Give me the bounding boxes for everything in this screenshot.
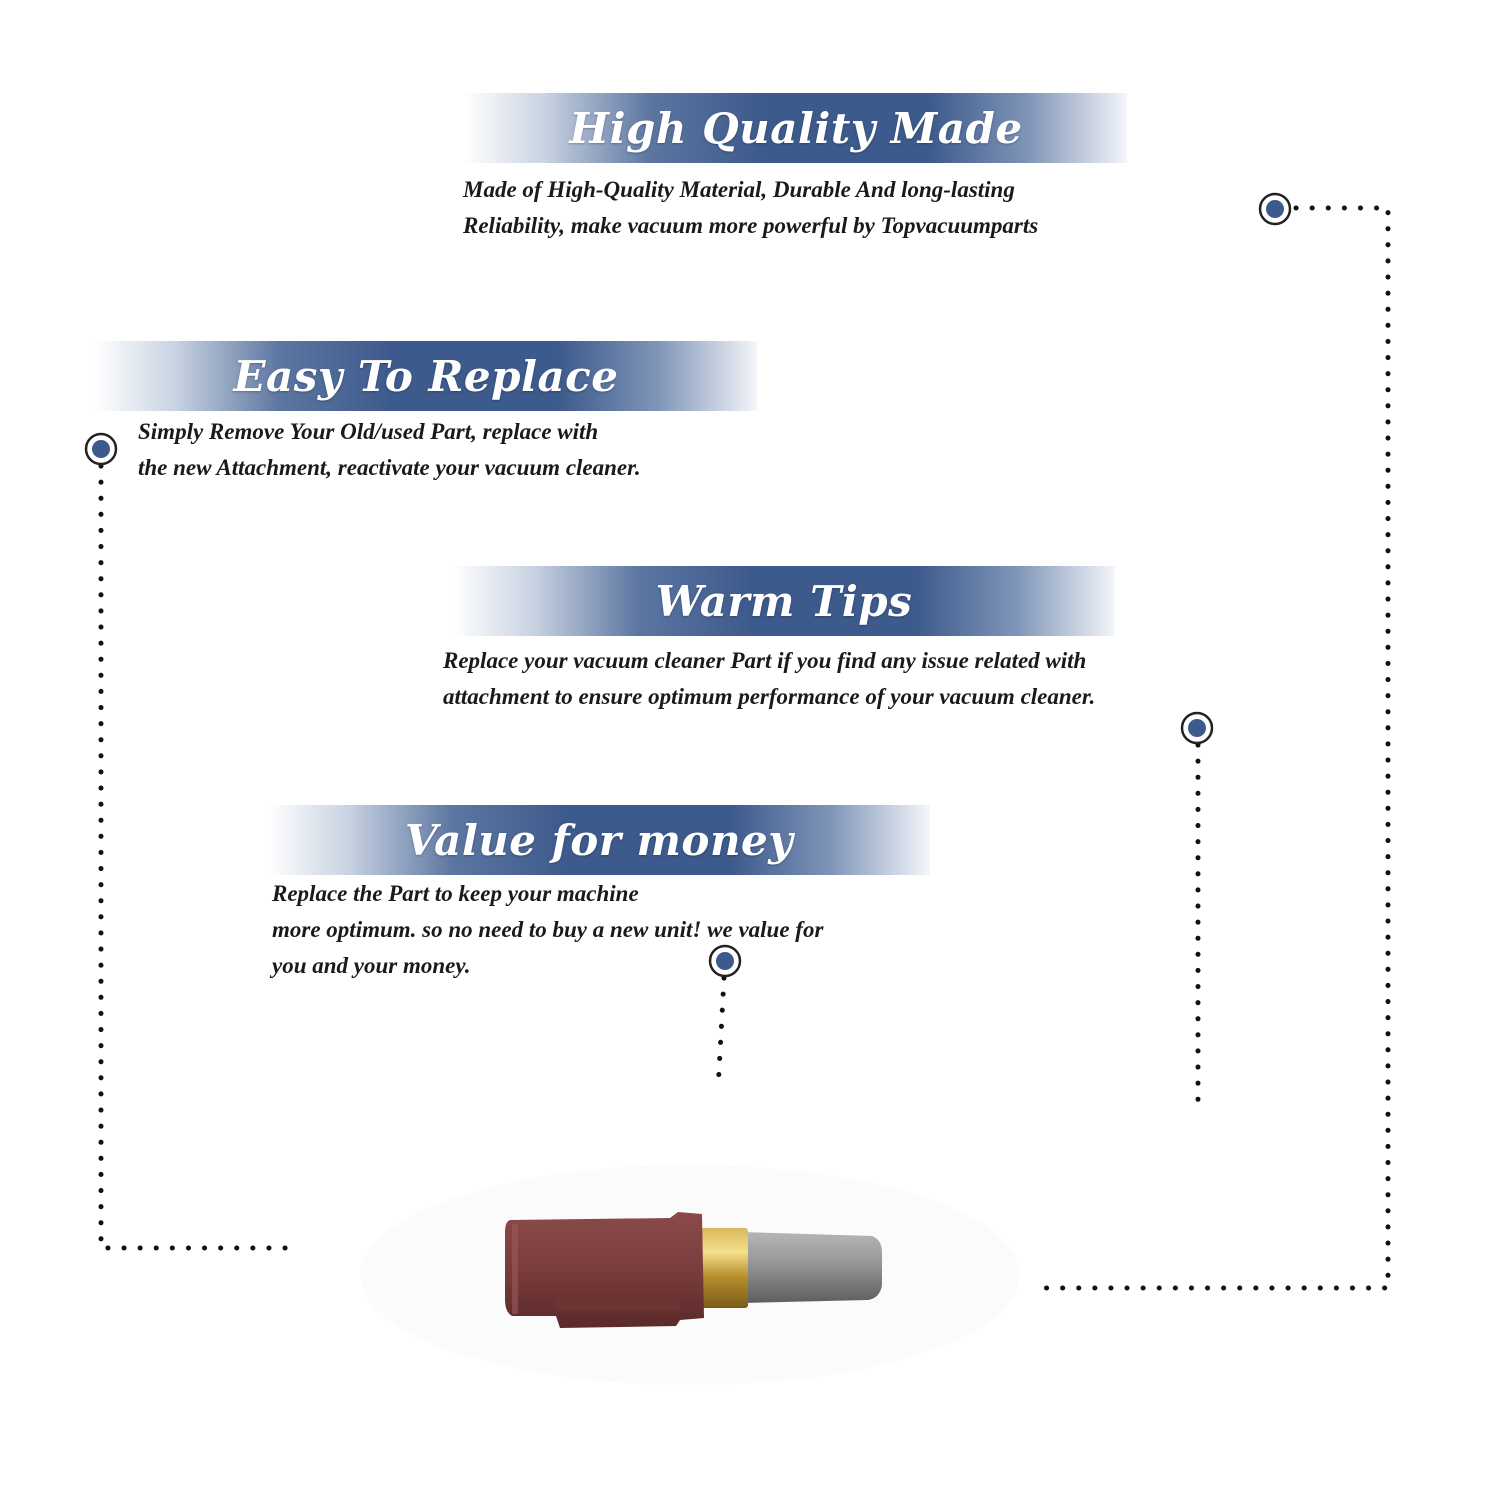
connector-value [715,975,727,1093]
banner-high-quality: High Quality Made [465,93,1127,163]
section-title: Easy To Replace [233,351,619,401]
section-title: Warm Tips [655,576,913,626]
section-title: High Quality Made [569,103,1023,153]
bullet-high-quality-icon [1258,192,1292,226]
banner-warm-tips: Warm Tips [453,566,1115,636]
section-description: Replace the Part to keep your machine mo… [272,881,824,978]
banner-value: Value for money [268,805,930,875]
section-description: Simply Remove Your Old/used Part, replac… [138,419,641,480]
connector-high-quality [1035,205,1391,1291]
banner-easy-replace: Easy To Replace [95,341,757,411]
section-title: Value for money [404,815,794,865]
section-description: Made of High-Quality Material, Durable A… [463,177,1039,238]
bullet-easy-replace-icon [84,432,118,466]
bullet-value-icon [708,944,742,978]
section-description: Replace your vacuum cleaner Part if you … [443,648,1096,709]
bullet-warm-tips-icon [1180,711,1214,745]
